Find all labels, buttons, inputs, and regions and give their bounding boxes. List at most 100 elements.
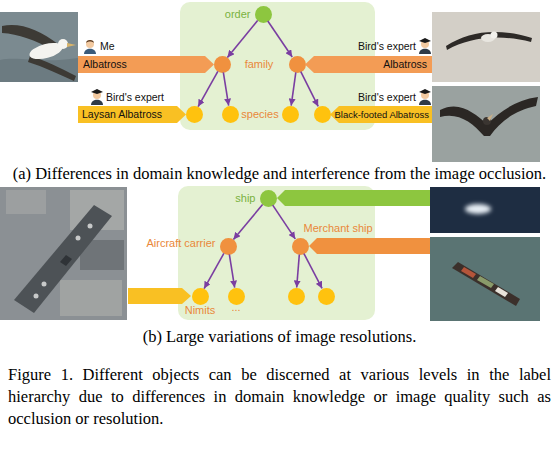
- icon-head: [421, 91, 429, 99]
- node-label: ship: [235, 190, 255, 207]
- class-node: Aircraft carrier: [220, 238, 237, 255]
- carrier-island: [60, 255, 72, 266]
- species-node: [186, 106, 203, 123]
- dock-block: [6, 190, 46, 214]
- icon-body: [84, 49, 96, 54]
- albatross-photo: [0, 12, 78, 82]
- cargo-container: [461, 267, 476, 278]
- annotator-name: Me: [100, 39, 115, 54]
- bird-head: [491, 32, 498, 39]
- subclass-node: ...: [228, 288, 245, 305]
- aerial-carrier-photo: [0, 187, 127, 320]
- node-label: ...: [231, 299, 240, 316]
- bird-wing: [446, 32, 532, 50]
- prediction-band: [309, 238, 430, 254]
- annotation-band: MeAlbatross: [78, 38, 214, 73]
- node-label: Nimits: [185, 302, 216, 319]
- hierarchy-arrow: [223, 72, 228, 105]
- hierarchy-arrow: [198, 71, 218, 106]
- level-label: species: [210, 106, 310, 123]
- annotator-name: Bird's expert: [106, 90, 164, 105]
- subclass-node: [318, 288, 335, 305]
- subclass-node: Nimits: [192, 288, 209, 305]
- aerial-background: [0, 187, 127, 320]
- icon-body: [419, 49, 431, 54]
- hierarchy-panel: shipAircraft carrier Merchant shipNimits.…: [178, 186, 375, 320]
- subclass-node: [288, 288, 305, 305]
- node-label: Merchant ship: [304, 220, 373, 237]
- node-label: Aircraft carrier: [146, 235, 215, 252]
- family-node: [214, 56, 231, 73]
- low-resolution-ship-photo: [430, 187, 540, 233]
- icon-hair: [86, 40, 94, 43]
- level-label: family: [209, 56, 309, 73]
- hierarchy-arrow: [229, 254, 234, 287]
- species-node: [314, 106, 331, 123]
- sea-background: [430, 237, 540, 321]
- hierarchy-arrow: [204, 253, 224, 288]
- class-label: Laysan Albatross: [82, 106, 162, 123]
- hierarchy-arrow: [233, 205, 262, 240]
- carrier-deck: [14, 205, 112, 313]
- hierarchy-arrow: [301, 72, 318, 107]
- expert-icon: [419, 38, 431, 54]
- class-label: Albatross: [83, 56, 127, 73]
- cargo-container: [477, 276, 494, 288]
- prediction-band: [277, 190, 430, 206]
- family-node: [289, 56, 306, 73]
- ship-hull: [452, 262, 520, 306]
- class-node: Merchant ship: [292, 238, 309, 255]
- blurred-ship: [465, 204, 491, 214]
- hierarchy-arrow: [291, 72, 296, 105]
- subfigure-caption: (b) Large variations of image resolution…: [8, 327, 551, 346]
- bird-beak: [487, 114, 493, 121]
- band-arrow: [78, 106, 186, 123]
- class-label: Black-footed Albatross: [334, 106, 429, 123]
- bird-wing: [28, 56, 76, 81]
- root-node: ship: [260, 190, 277, 207]
- band-arrow: [330, 106, 432, 123]
- hierarchy-arrow: [297, 254, 300, 287]
- sea-background: [430, 187, 540, 233]
- annotation-band: Bird's expertLaysan Albatross: [78, 89, 186, 123]
- graduation-cap: [91, 89, 103, 94]
- expert-icon: [91, 89, 103, 105]
- person-icon: [84, 40, 96, 54]
- dock-block: [60, 280, 122, 316]
- hierarchy-arrow: [227, 21, 257, 58]
- figure-caption: Figure 1. Different objects can be disce…: [8, 364, 551, 430]
- aircraft: [88, 224, 93, 229]
- sky-background: [432, 12, 540, 82]
- bird-head: [58, 39, 68, 49]
- icon-head: [86, 40, 94, 48]
- annotation-band: Bird's expertBlack-footed Albatross: [330, 89, 432, 123]
- graduation-cap: [419, 89, 431, 94]
- albatross-photo: [432, 86, 540, 162]
- sea-background: [0, 12, 78, 82]
- icon-head: [421, 40, 429, 48]
- aircraft: [76, 236, 81, 241]
- species-node: [222, 106, 239, 123]
- bird-beak: [67, 43, 76, 47]
- node-label: order: [225, 6, 251, 23]
- root-node: order: [255, 6, 272, 23]
- species-node: [282, 106, 299, 123]
- subfigure-caption: (a) Differences in domain knowledge and …: [8, 164, 551, 183]
- band-arrow: [78, 56, 214, 73]
- expert-icon: [419, 89, 431, 105]
- prediction-band: [128, 288, 191, 304]
- hierarchy-arrow: [304, 254, 322, 289]
- albatross-photo: [432, 12, 540, 82]
- annotator-name: Bird's expert: [358, 39, 416, 54]
- icon-body: [419, 100, 431, 105]
- class-label: Albatross: [383, 56, 427, 73]
- ship-bridge: [495, 287, 508, 297]
- annotation-band: Bird's expertAlbatross: [305, 38, 432, 73]
- annotator-name: Bird's expert: [358, 90, 416, 105]
- icon-head: [93, 91, 101, 99]
- merchant-ship-photo: [430, 237, 540, 321]
- aircraft: [34, 294, 39, 299]
- aircraft: [42, 282, 47, 287]
